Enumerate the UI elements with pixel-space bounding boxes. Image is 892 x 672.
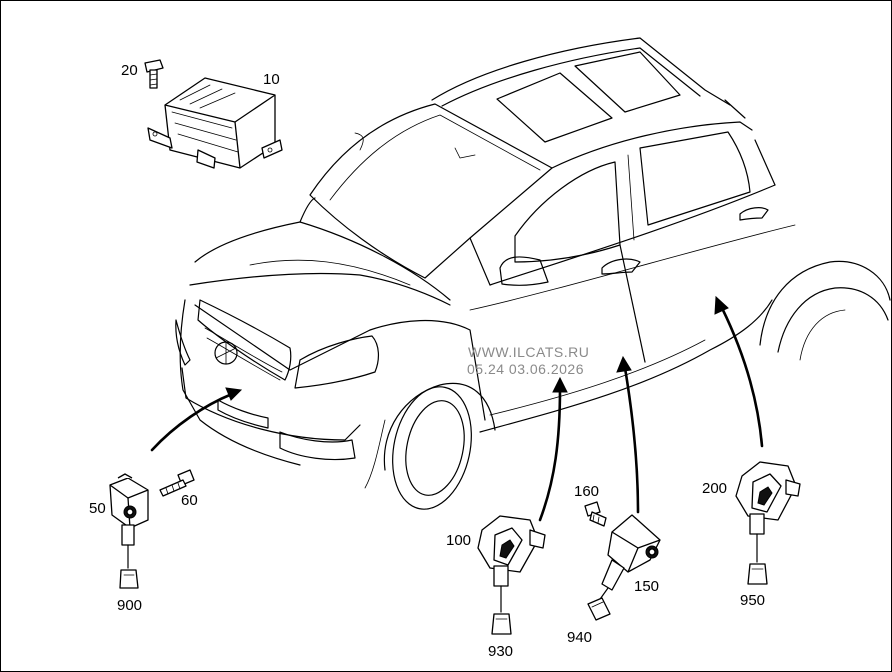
- bolt-160: [584, 501, 607, 527]
- crash-sensor-50: [109, 473, 149, 546]
- callout-100[interactable]: 100: [446, 532, 471, 549]
- arrow-front-sensor: [150, 387, 243, 452]
- callout-950[interactable]: 950: [740, 592, 765, 609]
- watermark-date: 05.24 03.06.2026: [467, 361, 584, 377]
- callout-60[interactable]: 60: [181, 492, 198, 509]
- callout-50[interactable]: 50: [89, 500, 106, 517]
- airbag-control-unit: [147, 77, 283, 169]
- connector-930: [491, 585, 512, 635]
- bolt-60: [159, 469, 195, 497]
- callout-200[interactable]: 200: [702, 480, 727, 497]
- connector-950: [747, 533, 768, 585]
- arrow-rear-sensor: [714, 295, 764, 448]
- bolt-20: [144, 59, 164, 89]
- callout-940[interactable]: 940: [567, 629, 592, 646]
- crash-sensor-150: [601, 514, 661, 591]
- crash-sensor-200: [735, 461, 801, 535]
- callout-930[interactable]: 930: [488, 643, 513, 660]
- connector-900: [119, 544, 139, 589]
- callout-900[interactable]: 900: [117, 597, 142, 614]
- callout-150[interactable]: 150: [634, 578, 659, 595]
- arrow-pillar-sensor: [616, 355, 640, 514]
- callout-20[interactable]: 20: [121, 62, 138, 79]
- connector-940: [587, 587, 611, 621]
- crash-sensor-100: [477, 515, 546, 587]
- watermark-url: WWW.ILCATS.RU: [468, 344, 589, 360]
- arrow-door-sensor: [538, 376, 568, 522]
- vehicle-outline: [175, 37, 891, 510]
- callout-10[interactable]: 10: [263, 71, 280, 88]
- callout-160[interactable]: 160: [574, 483, 599, 500]
